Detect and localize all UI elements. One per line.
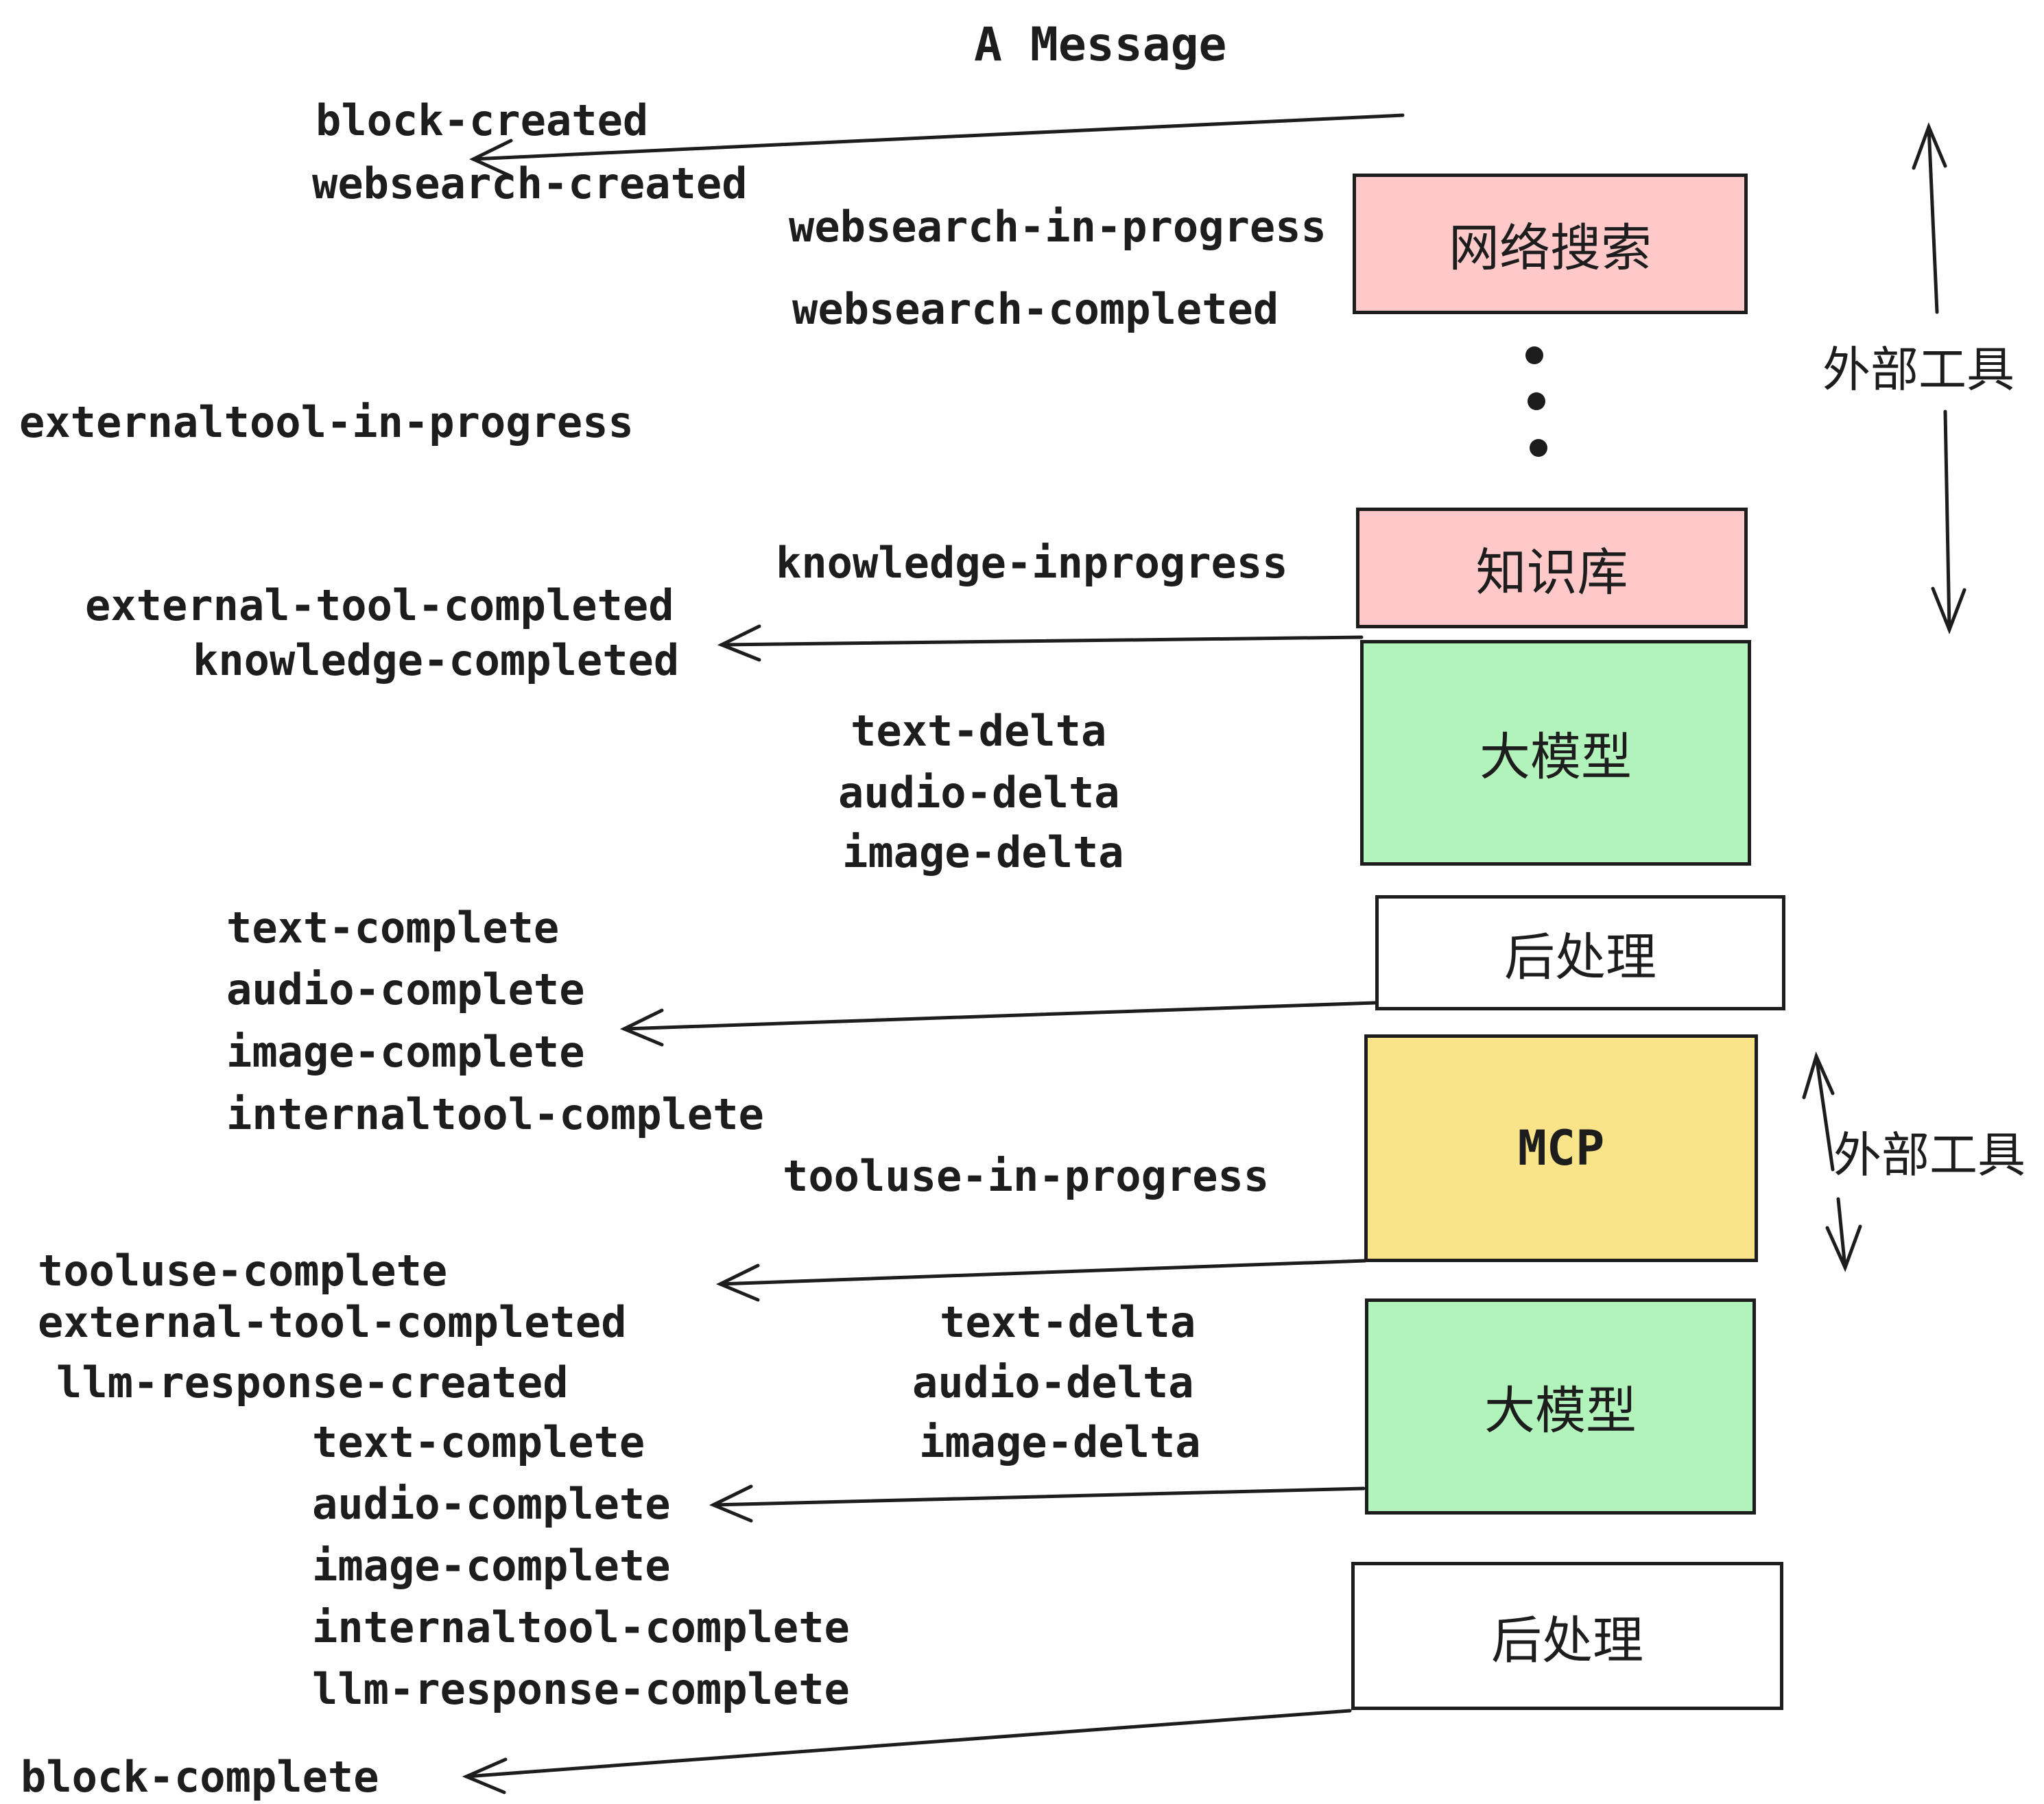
event-text-complete-2: text-complete bbox=[312, 1417, 645, 1467]
arrow-left-icon bbox=[709, 1484, 1366, 1523]
event-text-delta-2: text-delta bbox=[940, 1297, 1196, 1347]
event-knowledge-completed: knowledge-completed bbox=[193, 635, 680, 685]
event-internaltool-complete-1: internaltool-complete bbox=[226, 1089, 764, 1139]
event-llm-response-complete: llm-response-complete bbox=[312, 1664, 850, 1714]
side-label-external-tools-1: 外部工具 bbox=[1822, 342, 2015, 398]
ellipsis-dots-icon bbox=[1525, 346, 1547, 457]
event-audio-delta-1: audio-delta bbox=[838, 768, 1120, 818]
event-external-tool-completed: external-tool-completed bbox=[85, 580, 674, 630]
node-websearch: 网络搜索 bbox=[1353, 174, 1748, 314]
event-audio-complete-2: audio-complete bbox=[312, 1479, 671, 1529]
arrow-left-icon bbox=[619, 1001, 1377, 1047]
event-tooluse-complete: tooluse-complete bbox=[38, 1246, 448, 1296]
event-llm-response-created: llm-response-created bbox=[56, 1357, 569, 1408]
arrow-left-icon bbox=[717, 624, 1364, 662]
event-knowledge-inprogress: knowledge-inprogress bbox=[776, 538, 1288, 588]
event-websearch-created: websearch-created bbox=[312, 158, 748, 209]
event-external-tool-completed-2: external-tool-completed bbox=[38, 1297, 627, 1347]
event-image-complete-1: image-complete bbox=[226, 1027, 585, 1077]
event-block-complete: block-complete bbox=[21, 1752, 379, 1802]
node-mcp: MCP bbox=[1364, 1034, 1758, 1262]
node-llm-2: 大模型 bbox=[1365, 1298, 1756, 1515]
node-llm-1: 大模型 bbox=[1360, 640, 1751, 866]
diagram-title: A Message bbox=[974, 18, 1227, 72]
side-label-external-tools-2: 外部工具 bbox=[1833, 1127, 2025, 1183]
node-knowledge-base: 知识库 bbox=[1356, 508, 1748, 628]
arrow-left-icon bbox=[715, 1259, 1367, 1302]
event-text-delta-1: text-delta bbox=[851, 706, 1107, 756]
event-websearch-completed: websearch-completed bbox=[792, 284, 1279, 334]
event-block-created: block-created bbox=[316, 95, 649, 145]
event-tooluse-in-progress: tooluse-in-progress bbox=[783, 1151, 1270, 1201]
event-audio-complete-1: audio-complete bbox=[226, 964, 585, 1014]
event-image-delta-2: image-delta bbox=[919, 1417, 1201, 1467]
arrow-left-icon bbox=[462, 1709, 1352, 1794]
event-websearch-in-progress: websearch-in-progress bbox=[789, 202, 1327, 252]
event-externaltool-in-progress: externaltool-in-progress bbox=[19, 397, 634, 447]
node-postprocess-2: 后处理 bbox=[1351, 1562, 1783, 1710]
event-audio-delta-2: audio-delta bbox=[912, 1357, 1194, 1408]
event-image-complete-2: image-complete bbox=[312, 1541, 671, 1591]
event-image-delta-1: image-delta bbox=[842, 827, 1124, 877]
event-internaltool-complete-2: internaltool-complete bbox=[312, 1602, 850, 1652]
node-postprocess-1: 后处理 bbox=[1375, 895, 1785, 1010]
event-text-complete-1: text-complete bbox=[226, 903, 560, 953]
